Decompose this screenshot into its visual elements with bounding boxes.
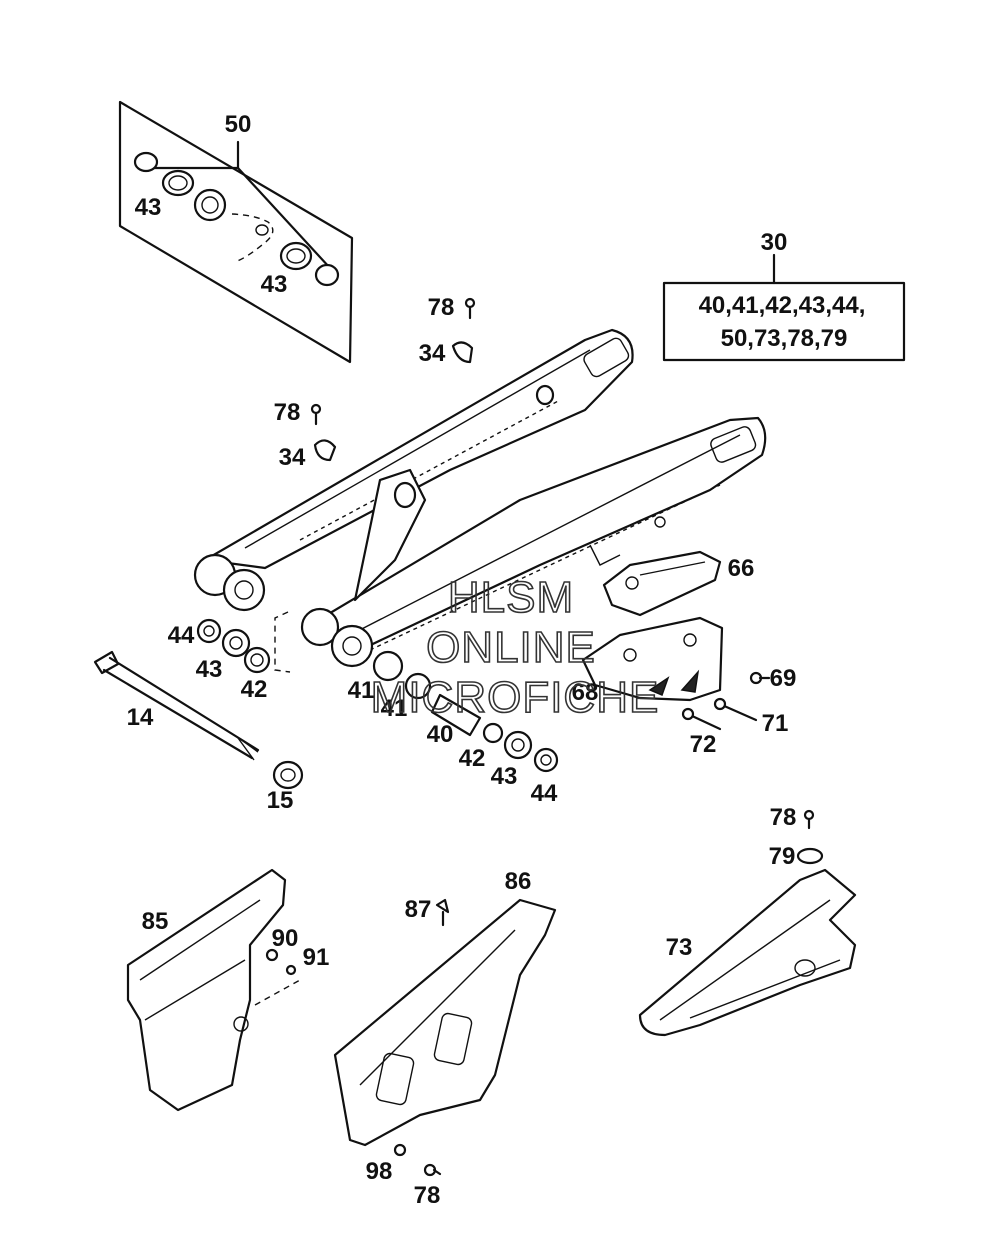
label-68: 68	[572, 679, 599, 706]
swingarm	[193, 328, 767, 673]
label-73: 73	[666, 934, 693, 961]
label-85: 85	[142, 908, 169, 935]
label-86: 86	[505, 868, 532, 895]
label-43d: 43	[491, 763, 518, 790]
label-44a: 44	[168, 622, 195, 649]
chain-slider-73	[638, 809, 857, 1037]
clip-and-screw-upper	[310, 297, 476, 462]
label-91: 91	[303, 944, 330, 971]
label-66: 66	[728, 555, 755, 582]
part-labels: 50 43 43 78 34 78 34 66 44 43 42 14 15 4…	[127, 111, 797, 1209]
label-41a: 41	[348, 677, 375, 704]
label-69: 69	[770, 665, 797, 692]
chain-guide-parts	[581, 550, 771, 731]
label-42b: 42	[459, 745, 486, 772]
label-44b: 44	[531, 780, 558, 807]
label-43c: 43	[196, 656, 223, 683]
label-78a: 78	[428, 294, 455, 321]
label-42a: 42	[241, 676, 268, 703]
watermark-line3: MICROFICHE	[371, 673, 660, 722]
label-78b: 78	[274, 399, 301, 426]
kit-number: 30	[761, 229, 788, 256]
kit-contents-line1: 40,41,42,43,44,	[699, 292, 866, 319]
label-98: 98	[366, 1158, 393, 1185]
watermark-line1: HLSM	[448, 573, 574, 622]
kit-contents-line2: 50,73,78,79	[721, 325, 848, 352]
label-79: 79	[769, 843, 796, 870]
label-78d: 78	[414, 1182, 441, 1209]
label-40: 40	[427, 721, 454, 748]
chain-guard-86	[333, 898, 557, 1177]
swingarm-axle	[93, 650, 304, 790]
bearings-left	[196, 618, 271, 674]
label-14: 14	[127, 704, 154, 731]
label-72: 72	[690, 731, 717, 758]
label-71: 71	[762, 710, 789, 737]
label-90: 90	[272, 925, 299, 952]
bearings-right	[372, 650, 559, 773]
label-15: 15	[267, 787, 294, 814]
label-34b: 34	[279, 444, 306, 471]
label-87: 87	[405, 896, 432, 923]
watermark: HLSM ONLINE MICROFICHE	[370, 572, 660, 723]
label-34a: 34	[419, 340, 446, 367]
bearing-kit-panel	[118, 100, 354, 364]
label-43a: 43	[135, 194, 162, 221]
label-41b: 41	[381, 695, 408, 722]
label-50: 50	[225, 111, 252, 138]
label-43b: 43	[261, 271, 288, 298]
kit-contents-box: 30 40,41,42,43,44, 50,73,78,79	[662, 229, 906, 362]
chain-guard-85	[126, 868, 301, 1112]
label-78c: 78	[770, 804, 797, 831]
watermark-line2: ONLINE	[426, 623, 596, 672]
